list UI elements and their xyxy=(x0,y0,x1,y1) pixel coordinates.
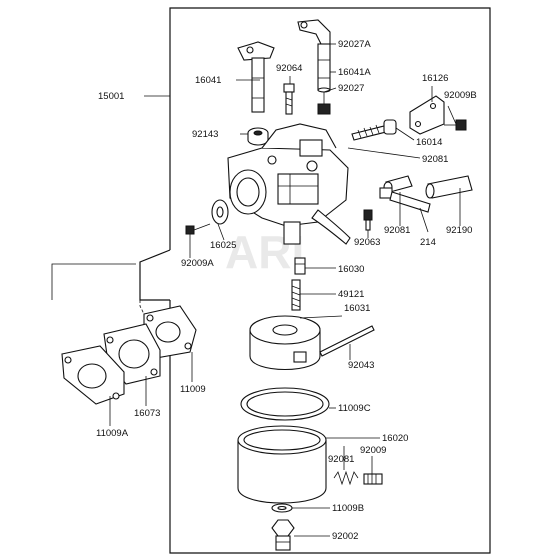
leader-lines xyxy=(109,43,461,537)
label-214: 214 xyxy=(420,237,436,248)
part-49121-nozzle xyxy=(291,279,301,311)
part-15001-carburetor-body xyxy=(227,123,351,245)
label-11009a: 11009A xyxy=(96,428,129,439)
label-16031: 16031 xyxy=(344,303,370,314)
part-11009a-gasket xyxy=(61,345,125,405)
label-15001: 15001 xyxy=(98,91,124,102)
label-16041a: 16041A xyxy=(338,67,371,78)
label-16014: 16014 xyxy=(416,137,442,148)
part-92009-screw xyxy=(363,473,383,485)
label-92009a: 92009A xyxy=(181,258,214,269)
label-92081-b: 92081 xyxy=(384,225,410,236)
label-16025: 16025 xyxy=(210,240,236,251)
label-92143: 92143 xyxy=(192,129,218,140)
part-11009c-ring xyxy=(240,387,330,421)
label-92063: 92063 xyxy=(354,237,380,248)
label-92027a: 92027A xyxy=(338,39,371,50)
part-16014-needle xyxy=(351,119,397,141)
part-16020-float-bowl xyxy=(237,425,327,504)
label-16020: 16020 xyxy=(382,433,408,444)
label-92027: 92027 xyxy=(338,83,364,94)
part-16041-choke-shaft xyxy=(237,41,275,113)
label-92043: 92043 xyxy=(348,360,374,371)
label-16041: 16041 xyxy=(195,75,221,86)
part-92081-spring xyxy=(333,470,359,486)
part-92009a-screw xyxy=(185,223,211,235)
label-11009c: 11009C xyxy=(338,403,371,414)
part-214-screw xyxy=(379,187,431,213)
label-92064: 92064 xyxy=(276,63,302,74)
part-92027a-lever xyxy=(297,19,331,47)
part-92002-bolt xyxy=(271,519,295,551)
part-92043-pin xyxy=(319,325,375,357)
part-92064-screw xyxy=(283,83,295,115)
label-16126: 16126 xyxy=(422,73,448,84)
part-92009b-screw xyxy=(444,119,467,131)
part-16041a-shaft xyxy=(317,43,331,93)
part-16025-gasket xyxy=(211,199,229,225)
part-11009b-washer xyxy=(271,503,293,513)
part-92027-seal xyxy=(317,103,331,115)
part-92143-collar xyxy=(247,127,269,146)
label-92009b: 92009B xyxy=(444,90,477,101)
part-16031-float xyxy=(249,315,321,370)
label-11009b: 11009B xyxy=(332,503,364,514)
part-labels: 92027A 16041 92064 16041A 16126 15001 92… xyxy=(96,39,477,542)
label-92009: 92009 xyxy=(360,445,386,456)
label-16030: 16030 xyxy=(338,264,364,275)
label-11009: 11009 xyxy=(180,384,206,395)
label-92081-c: 92081 xyxy=(328,454,354,465)
label-16073: 16073 xyxy=(134,408,160,419)
label-92190: 92190 xyxy=(446,225,472,236)
part-16126-plate xyxy=(409,95,445,135)
part-92063-screw xyxy=(363,209,373,231)
part-92190-tube xyxy=(425,175,473,199)
label-92002: 92002 xyxy=(332,531,358,542)
assembly-frame xyxy=(139,7,491,554)
label-49121: 49121 xyxy=(338,289,364,300)
part-16030-jet xyxy=(294,257,306,275)
label-92081-a: 92081 xyxy=(422,154,448,165)
